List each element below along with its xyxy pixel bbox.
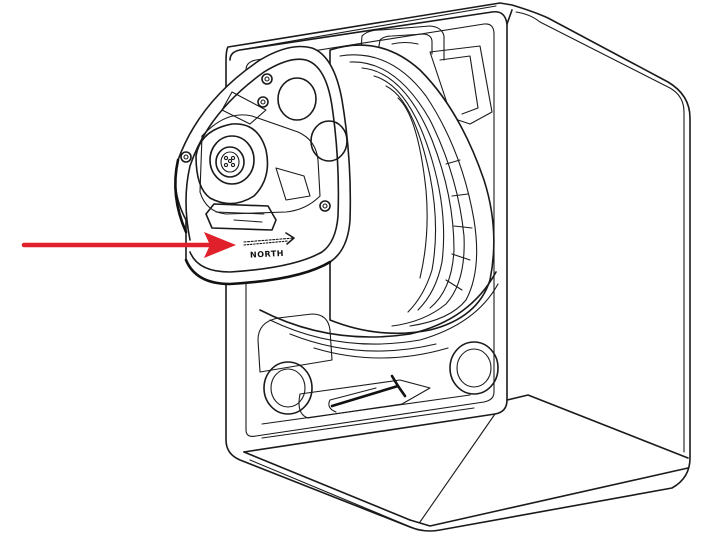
callout-arrow [21, 232, 236, 258]
camera-head: NORTH [174, 45, 352, 286]
north-label: NORTH [250, 249, 284, 260]
mount-ring-stack [259, 44, 499, 359]
